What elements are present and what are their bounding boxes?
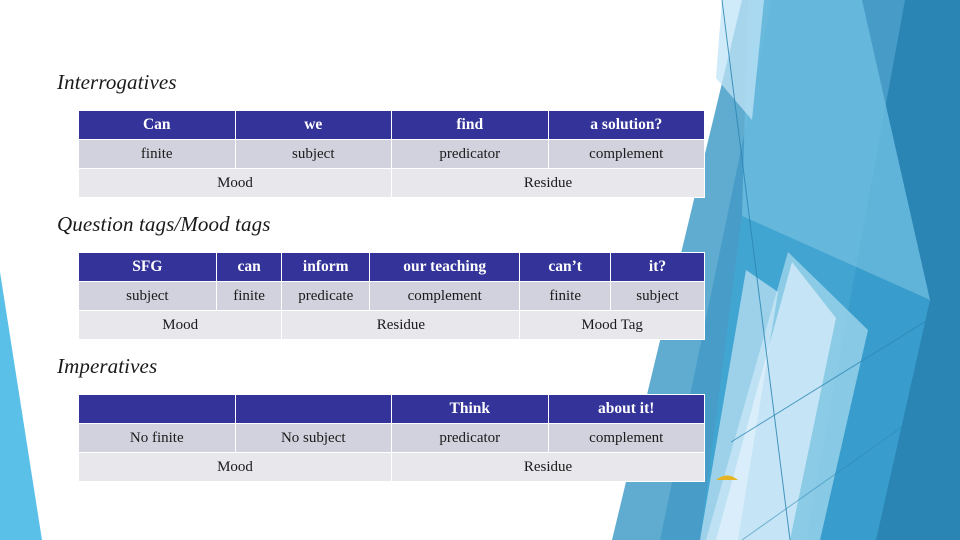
function-cell: finite xyxy=(519,281,612,311)
section-heading-imperatives: Imperatives xyxy=(57,354,158,378)
table-row-function: subject finite predicate complement fini… xyxy=(78,281,705,311)
group-cell-residue: Residue xyxy=(391,452,705,482)
clause-cell: can xyxy=(215,252,283,282)
function-cell: predicate xyxy=(281,281,371,311)
clause-cell: Think xyxy=(391,394,549,424)
clause-cell: can’t xyxy=(519,252,612,282)
clause-cell: it? xyxy=(610,252,705,282)
function-cell: predicator xyxy=(391,423,549,453)
function-cell: No finite xyxy=(78,423,236,453)
mood-table-question-tags: SFG can inform our teaching can’t it? su… xyxy=(77,252,705,340)
group-cell-mood: Mood xyxy=(78,168,392,198)
mood-table-interrogatives: Can we find a solution? finite subject p… xyxy=(78,110,705,198)
function-cell: complement xyxy=(369,281,521,311)
clause-cell: Can xyxy=(78,110,236,140)
group-cell-mood: Mood xyxy=(77,310,283,340)
clause-cell-empty xyxy=(234,394,392,424)
decor-hairline-3 xyxy=(741,385,960,540)
table-row-group: Mood Residue Mood Tag xyxy=(77,310,705,340)
slide-content: Interrogatives Can we find a solution? f… xyxy=(57,70,705,482)
group-cell-mood: Mood xyxy=(78,452,392,482)
clause-cell-empty xyxy=(78,394,236,424)
section-heading-interrogatives: Interrogatives xyxy=(57,70,177,94)
table-row-group: Mood Residue xyxy=(78,452,705,482)
clause-cell: find xyxy=(391,110,549,140)
function-cell: No subject xyxy=(234,423,392,453)
function-cell: predicator xyxy=(391,139,549,169)
section-heading-question-tags: Question tags/Mood tags xyxy=(57,212,271,236)
clause-cell: a solution? xyxy=(547,110,705,140)
function-cell: subject xyxy=(234,139,392,169)
clause-cell: we xyxy=(234,110,392,140)
function-cell: complement xyxy=(547,423,705,453)
function-cell: complement xyxy=(547,139,705,169)
function-cell: subject xyxy=(610,281,705,311)
decor-sky-upper xyxy=(742,0,930,300)
table-row-clause: SFG can inform our teaching can’t it? xyxy=(78,252,705,282)
table-row-group: Mood Residue xyxy=(78,168,705,198)
clause-cell: inform xyxy=(281,252,371,282)
group-cell-residue: Residue xyxy=(281,310,521,340)
decor-hairline-2 xyxy=(730,299,960,443)
table-row-function: No finite No subject predicator compleme… xyxy=(78,423,705,453)
clause-cell: about it! xyxy=(547,394,705,424)
table-row-clause: Think about it! xyxy=(78,394,705,424)
group-cell-residue: Residue xyxy=(391,168,705,198)
clause-cell: SFG xyxy=(78,252,217,282)
table-row-function: finite subject predicator complement xyxy=(78,139,705,169)
function-cell: finite xyxy=(215,281,283,311)
table-row-clause: Can we find a solution? xyxy=(78,110,705,140)
function-cell: subject xyxy=(78,281,217,311)
group-cell-mood-tag: Mood Tag xyxy=(519,310,705,340)
mood-table-imperatives: Think about it! No finite No subject pre… xyxy=(78,394,705,482)
function-cell: finite xyxy=(78,139,236,169)
clause-cell: our teaching xyxy=(369,252,521,282)
